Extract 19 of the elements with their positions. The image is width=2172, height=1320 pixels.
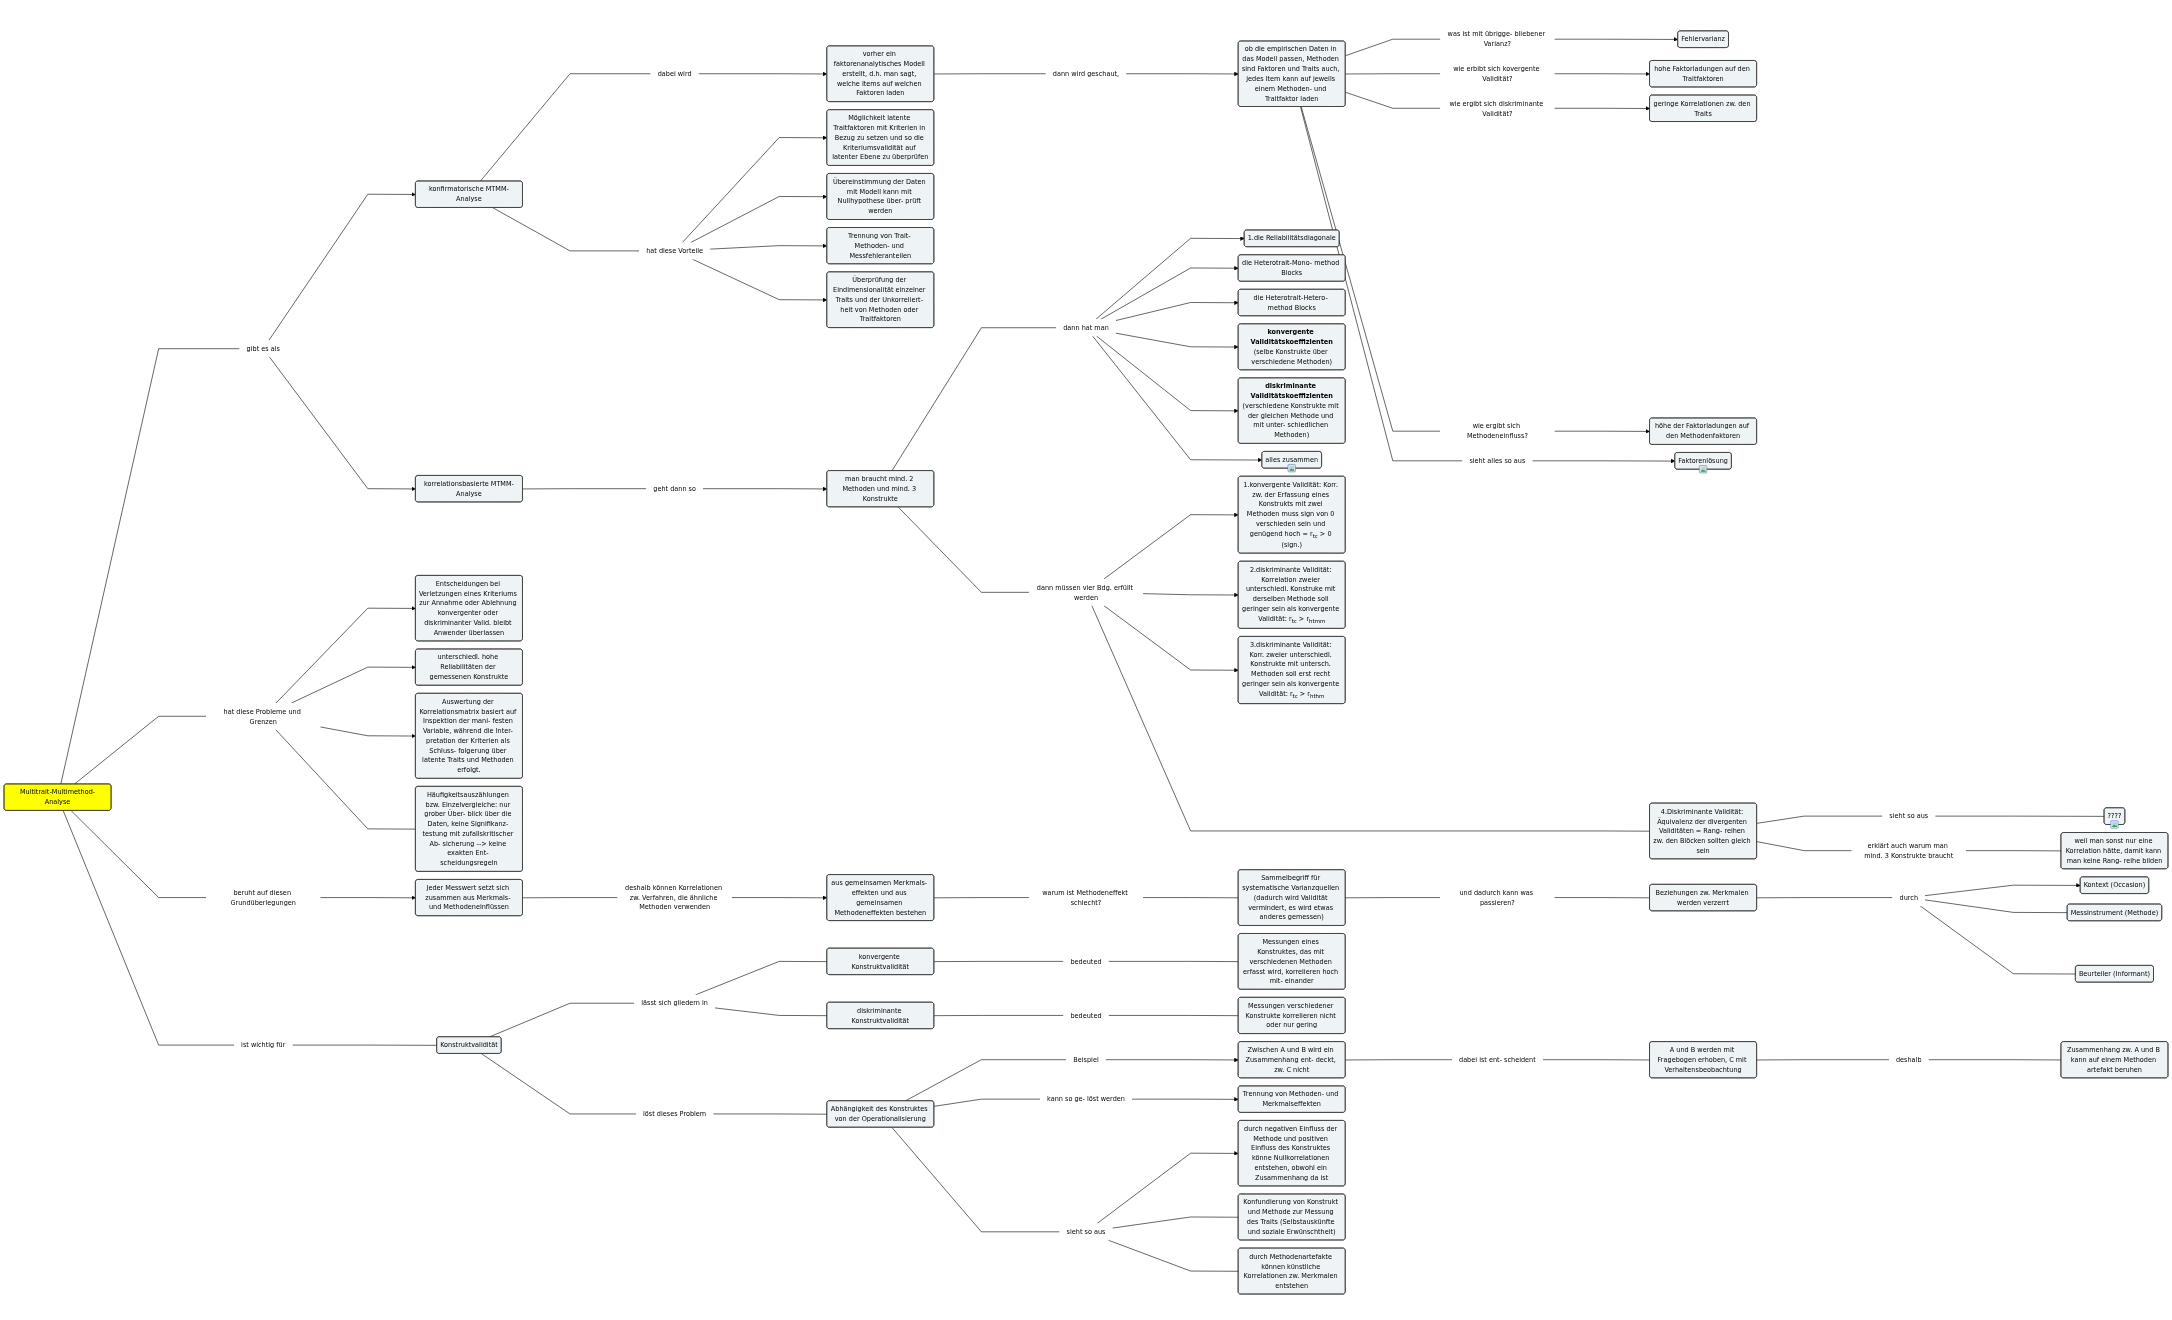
connector — [1345, 38, 1441, 56]
connector — [1756, 841, 1852, 851]
connector — [70, 810, 207, 898]
connector — [522, 897, 618, 899]
connector — [1300, 106, 1463, 462]
connector — [1345, 897, 1441, 899]
connector — [1300, 106, 1441, 432]
connector — [62, 810, 235, 1046]
connector — [522, 488, 647, 490]
connector — [905, 1059, 1067, 1102]
connector — [1756, 815, 1883, 824]
connector — [891, 1127, 1060, 1233]
connector — [1756, 897, 1893, 899]
connector — [481, 1053, 637, 1115]
connector — [492, 207, 640, 252]
connector — [1756, 1059, 1890, 1061]
connector — [1345, 73, 1441, 75]
connector — [1345, 1059, 1453, 1061]
connector — [1345, 92, 1441, 109]
